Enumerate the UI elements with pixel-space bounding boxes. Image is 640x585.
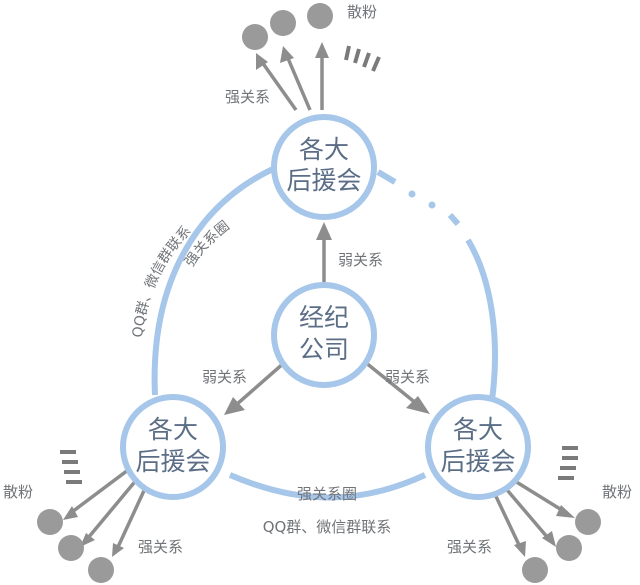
label-fans-right: 散粉 xyxy=(602,483,632,501)
fan-dot xyxy=(556,535,582,561)
label-weak-left: 弱关系 xyxy=(202,368,247,386)
node-right-fanclub: 各大 后援会 xyxy=(425,394,531,500)
node-top-line2: 后援会 xyxy=(286,166,361,195)
node-top-line1: 各大 xyxy=(299,135,349,164)
fan-dot xyxy=(307,3,333,29)
link-left-right xyxy=(228,472,427,501)
node-company-line2: 公司 xyxy=(299,335,349,364)
label-strong-left: 强关系 xyxy=(138,538,183,556)
fan-dot xyxy=(270,10,296,36)
right-fans xyxy=(490,446,601,583)
fan-dot xyxy=(88,557,114,583)
fan-dot xyxy=(522,557,548,583)
label-strong-top: 强关系 xyxy=(225,88,270,106)
arrow-company-to-right xyxy=(363,360,430,414)
label-bottom-arc-line1: 强关系圈 xyxy=(297,485,357,503)
label-weak-right: 弱关系 xyxy=(385,368,430,386)
fan-dot xyxy=(37,509,63,535)
left-fans xyxy=(37,450,150,583)
arrow-company-to-top xyxy=(316,222,332,290)
label-bottom-arc-line2: QQ群、微信群联系 xyxy=(263,518,392,536)
node-right-line1: 各大 xyxy=(453,415,503,444)
arrow-company-to-left xyxy=(224,360,287,415)
node-company: 经纪 公司 xyxy=(271,282,377,388)
node-left-fanclub: 各大 后援会 xyxy=(120,394,226,500)
label-strong-right: 强关系 xyxy=(447,538,492,556)
node-top-fanclub: 各大 后援会 xyxy=(271,114,377,220)
fan-dot xyxy=(58,535,84,561)
fan-dot xyxy=(575,509,601,535)
label-fans-top: 散粉 xyxy=(347,3,377,21)
label-weak-top: 弱关系 xyxy=(338,251,383,269)
node-left-line2: 后援会 xyxy=(135,447,210,476)
link-top-right-dotted xyxy=(376,169,397,185)
node-right-line2: 后援会 xyxy=(440,447,515,476)
link-top-left xyxy=(151,165,277,396)
node-left-line1: 各大 xyxy=(148,415,198,444)
fan-dot xyxy=(242,24,268,50)
label-fans-left: 散粉 xyxy=(3,483,33,501)
link-right-tail xyxy=(465,238,498,401)
dotted-gap xyxy=(408,190,461,226)
node-company-line1: 经纪 xyxy=(299,303,349,332)
top-fans xyxy=(242,3,381,112)
